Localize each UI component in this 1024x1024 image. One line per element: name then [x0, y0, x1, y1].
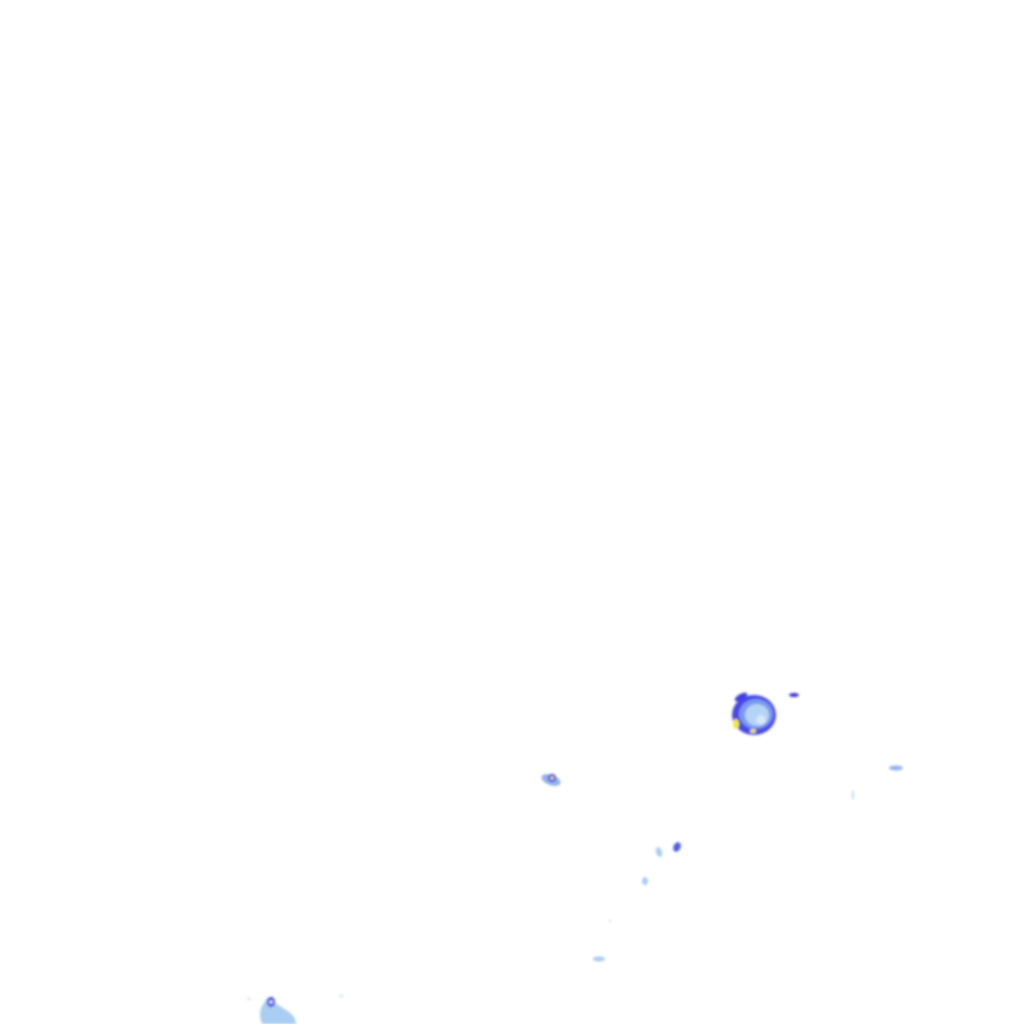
intense-core [733, 719, 739, 729]
precip-cell-small-central [541, 774, 561, 786]
precip-scattered-showers [247, 765, 903, 1001]
precip-cell-large-east [732, 692, 799, 735]
precip-cell-southwest [260, 997, 296, 1024]
